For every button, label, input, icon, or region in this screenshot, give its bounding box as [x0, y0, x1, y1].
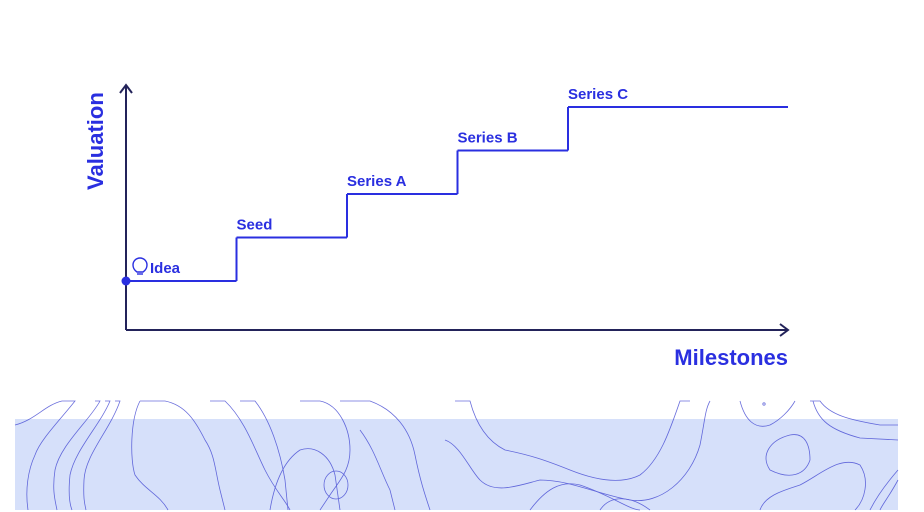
axes: Valuation Milestones [83, 83, 790, 370]
y-axis-arrow-icon [119, 83, 133, 94]
milestone-label: Seed [237, 217, 273, 234]
milestone-label: Idea [150, 260, 181, 277]
milestone-label: Series A [347, 173, 407, 190]
contour-background [14, 400, 899, 511]
x-axis-arrow-icon [779, 323, 790, 337]
y-axis-label: Valuation [83, 92, 108, 190]
milestone-label: Series B [458, 130, 518, 147]
step-series: Idea Seed Series A Series B Series C [121, 86, 788, 286]
lightbulb-icon [132, 257, 148, 275]
milestone-label: Series C [568, 86, 628, 103]
background-band [15, 419, 898, 510]
start-point [121, 276, 131, 286]
x-axis-label: Milestones [674, 345, 788, 370]
